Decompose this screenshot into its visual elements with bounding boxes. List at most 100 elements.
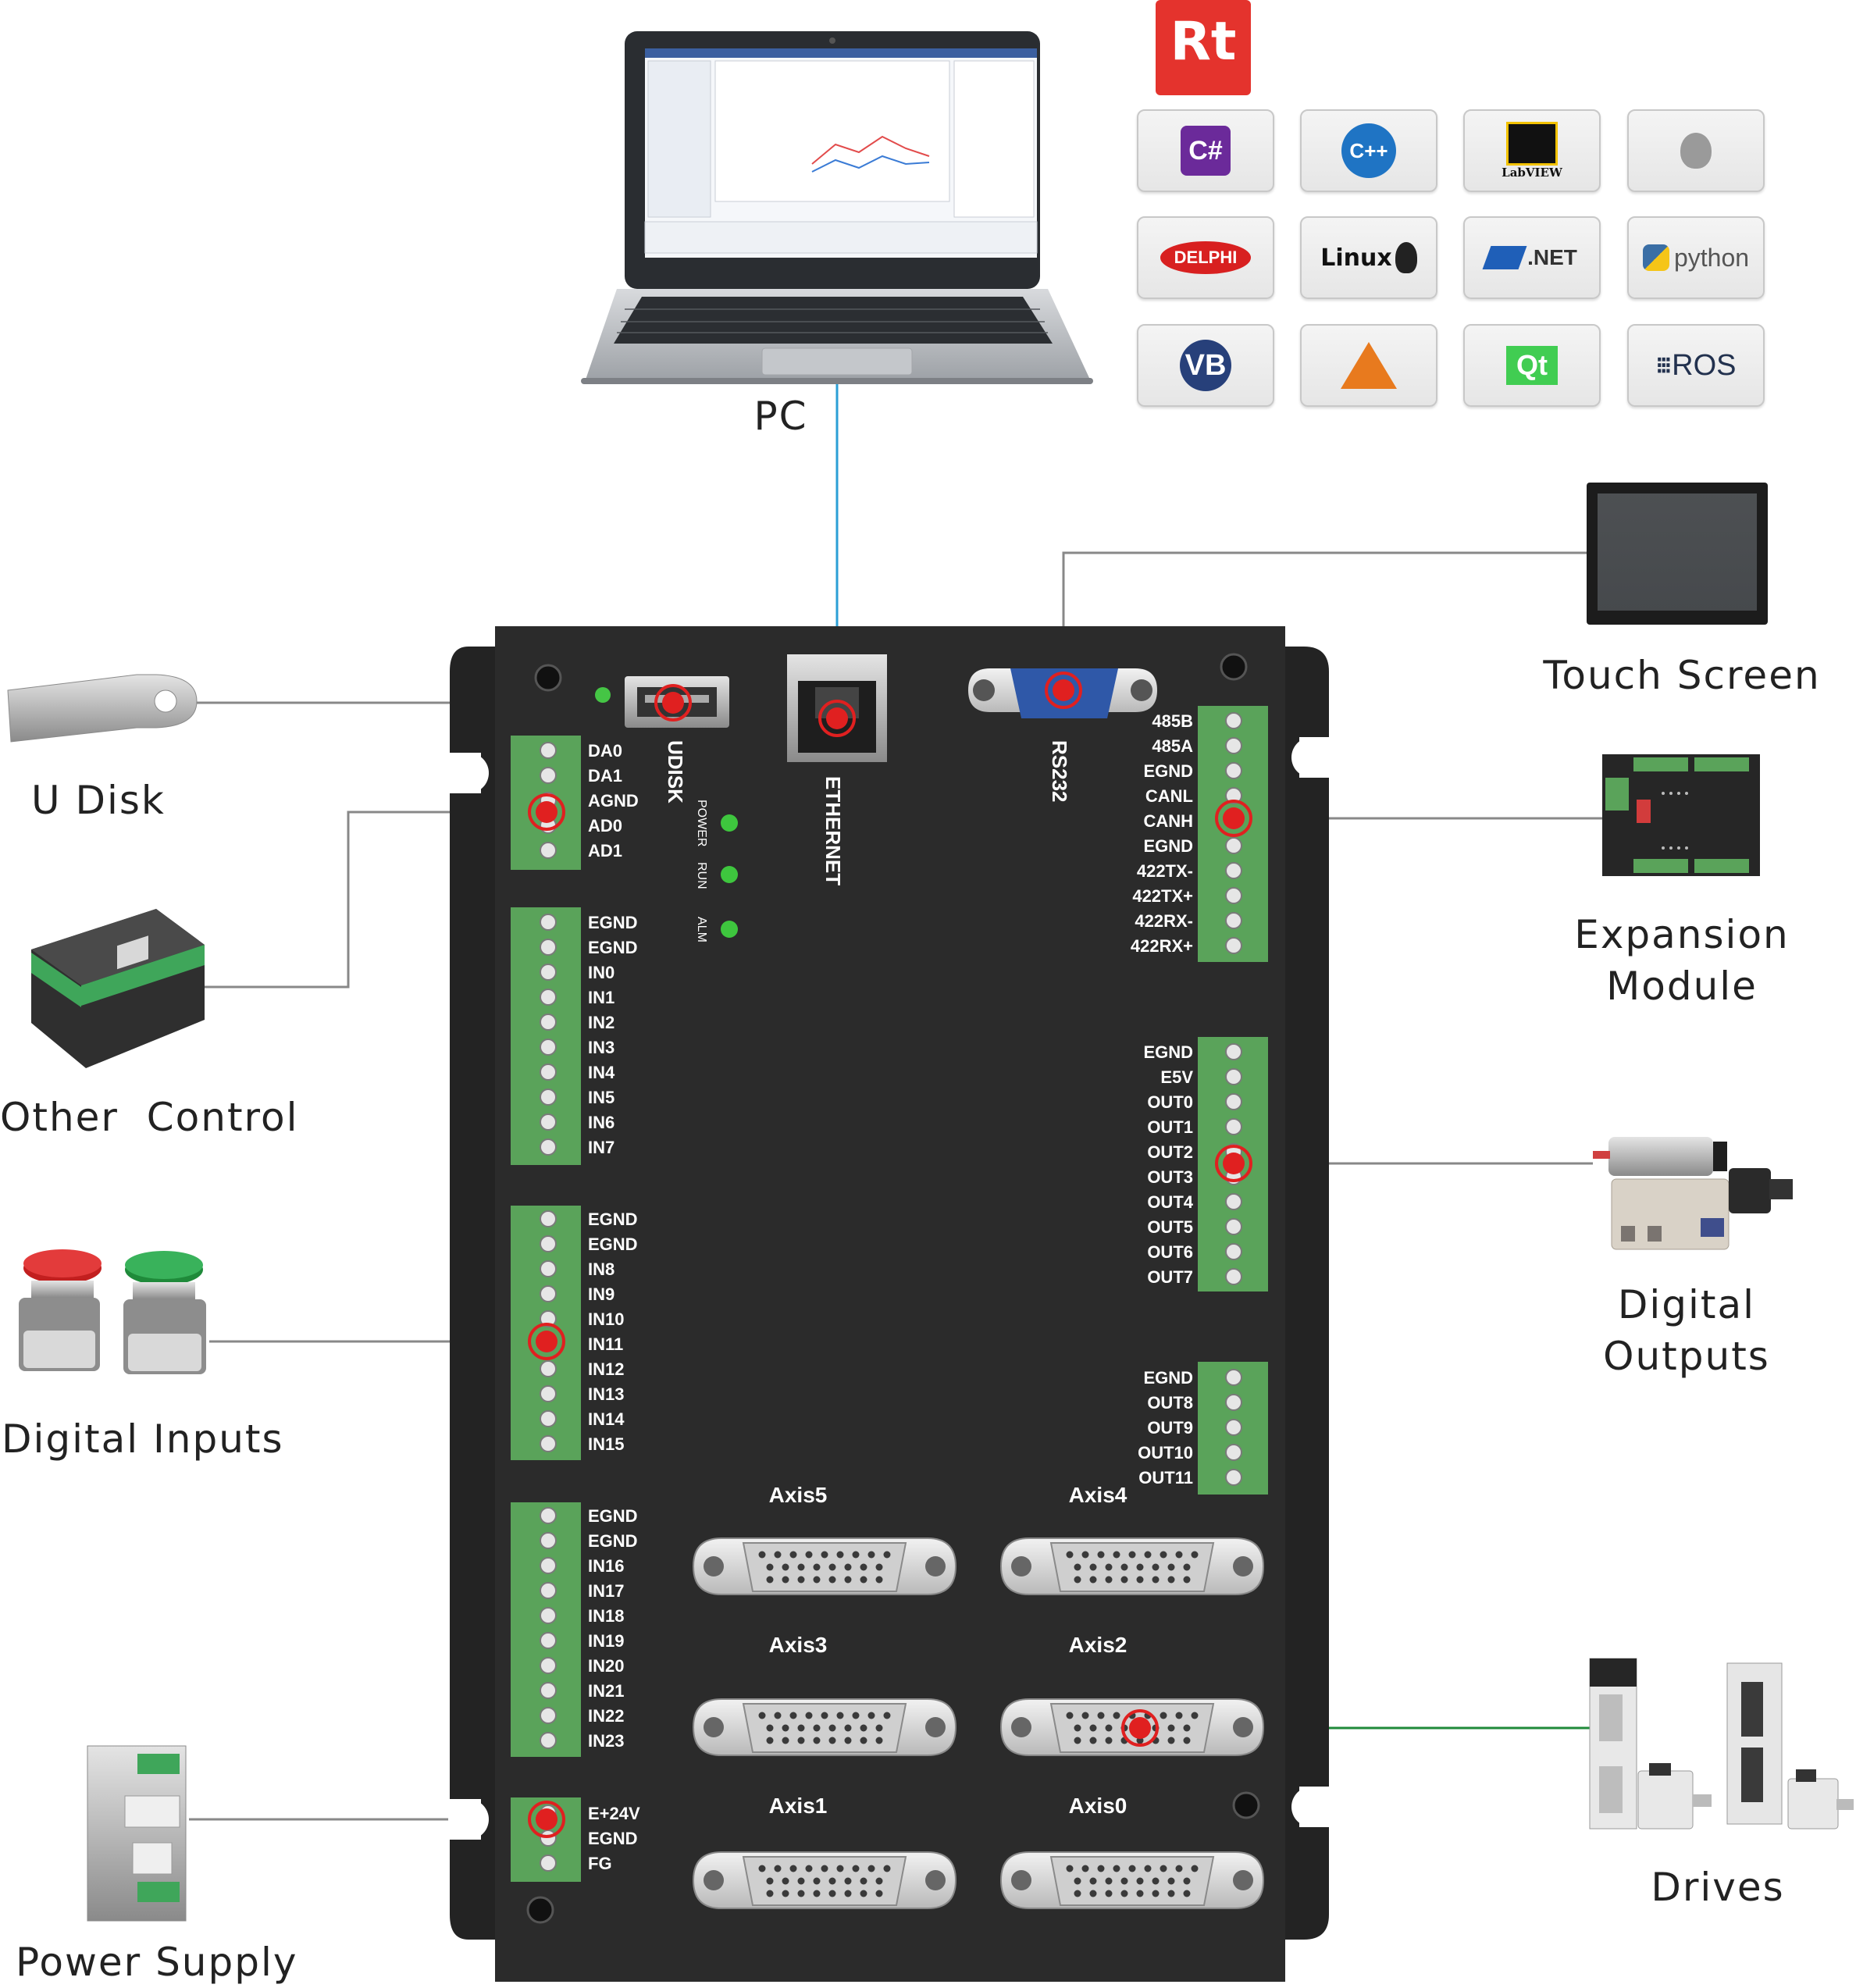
terminal-screw	[1225, 1068, 1242, 1085]
terminal-label-in14: IN14	[588, 1409, 625, 1429]
axis-label-axis2: Axis2	[1069, 1633, 1127, 1657]
terminal-screw	[540, 1014, 557, 1031]
other-control-cable	[205, 811, 547, 989]
terminal-label-in20: IN20	[588, 1656, 624, 1676]
marker-udisk	[654, 684, 692, 721]
axis-label-axis4: Axis4	[1069, 1483, 1127, 1507]
terminal-screw	[540, 1039, 557, 1056]
terminal-label-egnd: EGND	[588, 913, 638, 932]
terminal-screw	[540, 1210, 557, 1227]
terminal-screw	[1225, 862, 1242, 879]
terminal-screw	[1225, 737, 1242, 754]
terminal-screw	[540, 1235, 557, 1252]
terminal-screw	[540, 1707, 557, 1724]
terminal-label-in10: IN10	[588, 1309, 624, 1329]
terminal-screw	[540, 1410, 557, 1427]
marker-rs232	[1045, 672, 1082, 709]
vb-icon: VB	[1180, 340, 1231, 391]
terminal-screw	[1225, 1268, 1242, 1285]
qt-logo: Qt	[1463, 324, 1601, 407]
terminal-label-485b: 485B	[1152, 711, 1193, 731]
terminal-label-out7: OUT7	[1147, 1267, 1193, 1287]
terminal-labels: DA0DA1AGNDAD0AD1EGNDEGNDIN0IN1IN2IN3IN4I…	[588, 711, 1194, 1873]
motion-controller: DA0DA1AGNDAD0AD1EGNDEGNDIN0IN1IN2IN3IN4I…	[448, 626, 1332, 1982]
terminal-label-egnd: EGND	[588, 1210, 638, 1229]
terminal-screw	[1225, 1419, 1242, 1436]
terminal-label-fg: FG	[588, 1854, 612, 1873]
linux-logo: Linux	[1300, 216, 1437, 299]
labview-logo: LabVIEW	[1463, 109, 1601, 192]
axis-label-axis1: Axis1	[769, 1794, 828, 1818]
cpp-icon: C++	[1341, 123, 1396, 178]
terminal-label-egnd: EGND	[588, 1829, 638, 1848]
terminal-screw	[1225, 1043, 1242, 1060]
terminal-label-out5: OUT5	[1147, 1217, 1193, 1237]
terminal-label-e-24v: E+24V	[588, 1804, 640, 1823]
ros-dots-icon: ⁝⁝⁝	[1655, 352, 1673, 379]
ros-logo: ⁝⁝⁝ROS	[1627, 324, 1765, 407]
terminal-label-ad0: AD0	[588, 816, 622, 835]
terminal-screw	[540, 1607, 557, 1624]
terminal-label-ad1: AD1	[588, 841, 622, 860]
axis-label-axis3: Axis3	[769, 1633, 828, 1657]
tux-icon	[1395, 242, 1417, 273]
terminal-screw	[540, 742, 557, 759]
terminal-label-in18: IN18	[588, 1606, 624, 1626]
python-icon	[1642, 244, 1669, 271]
terminal-screw	[540, 1507, 557, 1524]
marker-comm	[1215, 800, 1252, 837]
qt-icon: Qt	[1506, 346, 1558, 385]
terminal-screw	[540, 1582, 557, 1599]
terminal-label-out6: OUT6	[1147, 1242, 1193, 1262]
terminal-screw	[540, 989, 557, 1006]
terminal-label-egnd: EGND	[1143, 761, 1193, 781]
terminal-screw	[1225, 1218, 1242, 1235]
dotnet-icon	[1482, 246, 1527, 269]
terminal-label-agnd: AGND	[588, 791, 639, 811]
terminal-screw	[540, 1657, 557, 1674]
apple-logo	[1627, 109, 1765, 192]
led-alm	[721, 921, 738, 938]
plc-device	[31, 909, 205, 1068]
terminal-label-in22: IN22	[588, 1706, 624, 1726]
axis-connector-axis3: Axis3	[692, 1633, 957, 1756]
solenoid-valve-device	[1593, 1137, 1793, 1250]
terminal-label-in7: IN7	[588, 1138, 615, 1157]
terminal-label-e5v: E5V	[1160, 1067, 1193, 1087]
terminal-label-in3: IN3	[588, 1038, 615, 1057]
terminal-screw	[1225, 787, 1242, 804]
terminal-screw	[540, 767, 557, 784]
dotnet-logo: .NET	[1463, 216, 1601, 299]
matlab-icon	[1341, 342, 1397, 389]
label-digital-inputs: Digital Inputs	[2, 1416, 284, 1462]
terminal-label-out8: OUT8	[1147, 1393, 1193, 1413]
terminal-label-in13: IN13	[588, 1384, 624, 1404]
led-power	[721, 814, 738, 832]
led-label-alm: ALM	[695, 917, 708, 942]
terminal-label-in19: IN19	[588, 1631, 624, 1651]
usb-stick-device	[7, 674, 198, 743]
terminal-screw	[540, 1063, 557, 1081]
marker-inputs	[528, 1323, 565, 1360]
terminal-label-out3: OUT3	[1147, 1167, 1193, 1187]
terminal-label-egnd: EGND	[588, 1234, 638, 1254]
terminal-screw	[1225, 1444, 1242, 1461]
marker-power	[528, 1801, 565, 1838]
label-other-control: Other Control	[0, 1095, 299, 1140]
terminal-label-in23: IN23	[588, 1731, 624, 1751]
terminal-label-da1: DA1	[588, 766, 622, 786]
marker-analog	[528, 793, 565, 831]
terminal-screw	[540, 964, 557, 981]
terminal-label-egnd: EGND	[588, 938, 638, 957]
terminal-screw	[540, 1260, 557, 1277]
led-label-run: RUN	[695, 862, 708, 889]
terminal-screw	[1225, 837, 1242, 854]
terminal-screw	[540, 1435, 557, 1452]
power-supply-device	[87, 1745, 187, 1922]
terminal-screw	[1225, 937, 1242, 954]
terminal-screw	[540, 1310, 557, 1327]
connection-markers	[528, 672, 1252, 1838]
terminal-label-out4: OUT4	[1147, 1192, 1193, 1212]
